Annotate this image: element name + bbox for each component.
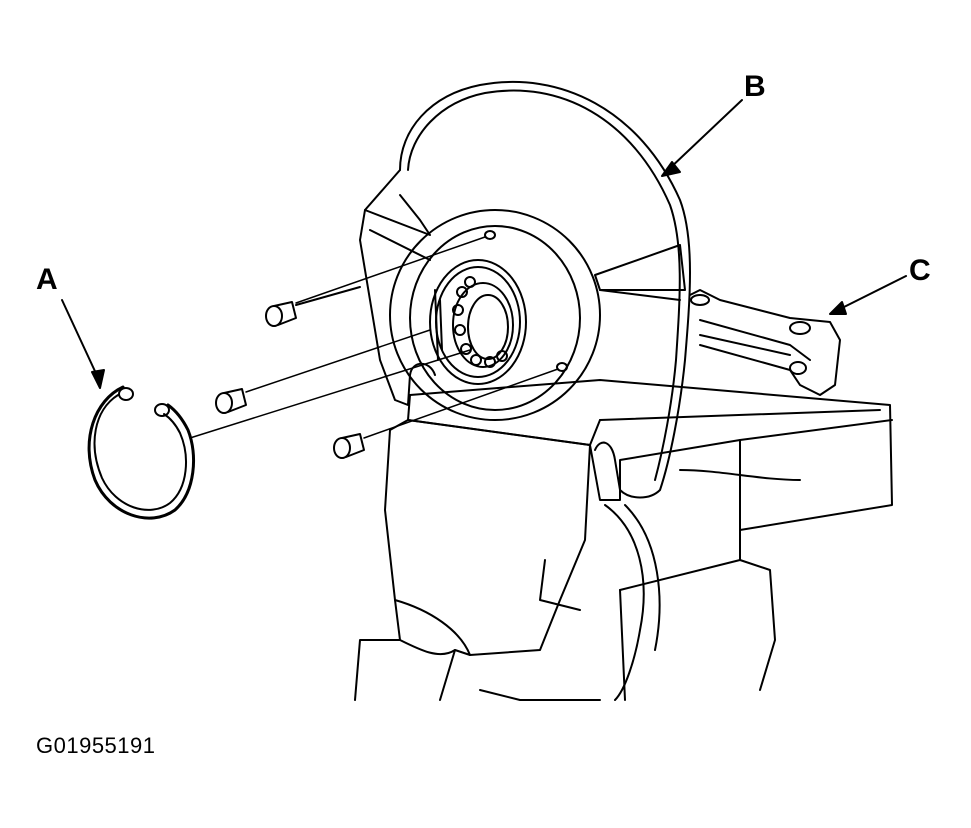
callout-label-b: B <box>744 70 766 103</box>
bolt-upper <box>266 287 360 326</box>
vise-body <box>355 380 892 700</box>
wheel-bearing <box>430 260 526 384</box>
knuckle-arm <box>690 290 840 395</box>
snap-ring <box>89 387 193 518</box>
splash-shield <box>360 82 690 498</box>
arrow-c <box>830 276 906 314</box>
arrow-a <box>62 300 104 388</box>
figure-id: G01955191 <box>36 733 156 758</box>
bolt-lower <box>334 434 364 458</box>
arrow-b <box>662 100 742 176</box>
alignment-lines <box>190 237 558 438</box>
bolt-middle <box>216 389 246 413</box>
callout-label-a: A <box>36 263 58 296</box>
callout-label-c: C <box>909 254 931 287</box>
